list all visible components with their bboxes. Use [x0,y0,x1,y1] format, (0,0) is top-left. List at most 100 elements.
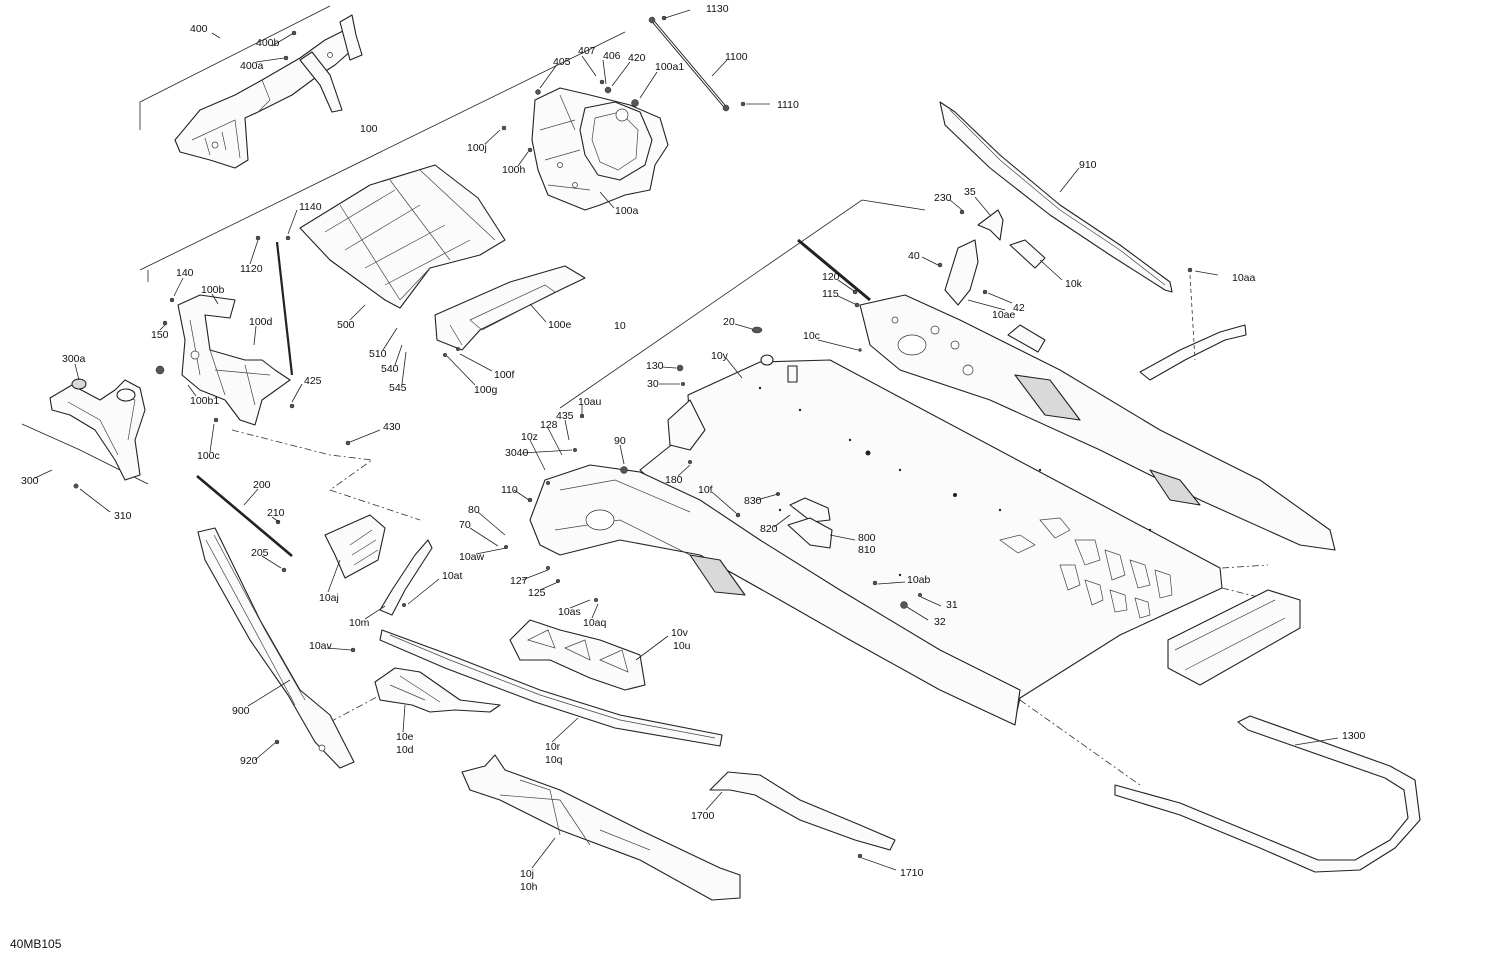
callout-10aw: 10aw [459,551,485,563]
part-10m-brace [379,539,433,616]
callout-1300: 1300 [1342,730,1366,742]
callout-120: 120 [822,271,840,283]
callout-10at: 10at [442,570,463,582]
callout-300a: 300a [62,353,86,365]
callout-10q: 10q [545,754,563,766]
part-10aj-bracket [324,514,386,579]
callout-500: 500 [337,319,355,331]
part-100a-support [501,79,669,211]
callout-90: 90 [614,435,626,447]
tunnel-cutouts [999,517,1173,619]
callout-10v: 10v [671,627,689,639]
part-10aa-brace [1139,267,1247,381]
callout-10aq: 10aq [583,617,607,629]
callout-100h: 100h [502,164,526,176]
callout-42: 42 [1013,302,1025,314]
callout-3040: 3040 [505,447,529,459]
callout-900: 900 [232,705,250,717]
callout-110: 110 [501,484,518,496]
part-10j-frame [461,754,741,901]
callout-1130: 1130 [706,3,729,15]
callout-127: 127 [510,575,528,587]
part-300-bracket [49,378,146,489]
callout-130: 130 [646,360,664,372]
callout-31: 31 [946,599,958,611]
callout-128: 128 [540,419,558,431]
callout-1120: 1120 [240,263,263,275]
callout-400a: 400a [240,60,264,72]
part-10ae-bracket [1007,324,1046,353]
callout-435: 435 [556,410,574,422]
callout-10j: 10j [520,868,534,880]
callout-20: 20 [723,316,735,328]
callout-10y: 10y [711,350,729,362]
part-400-bracket [174,14,363,169]
callout-30: 30 [647,378,659,390]
callout-10av: 10av [309,640,333,652]
leader-lines [34,9,1339,871]
part-rear-crossmember [1167,589,1301,686]
callout-1700: 1700 [691,810,715,822]
callout-10as: 10as [558,606,581,618]
callout-80: 80 [468,504,480,516]
callout-430: 430 [383,421,401,433]
callout-200: 200 [253,479,271,491]
callout-100a1: 100a1 [655,61,684,73]
callout-1100: 1100 [725,51,748,63]
callout-10aj: 10aj [319,592,339,604]
callout-10e: 10e [396,731,414,743]
callout-10c: 10c [803,330,820,342]
callout-400b: 400b [256,37,280,49]
callout-40: 40 [908,250,920,262]
callout-820: 820 [760,523,778,535]
callout-420: 420 [628,52,646,64]
callout-100: 100 [360,123,378,135]
callout-510: 510 [369,348,387,360]
part-900-rail [197,527,355,769]
callout-125: 125 [528,587,546,599]
part-35-bracket [959,209,1004,241]
callout-300: 300 [21,475,39,487]
callout-540: 540 [381,363,399,375]
callout-230: 230 [934,192,952,204]
callout-810: 810 [858,544,876,556]
callout-10ab: 10ab [907,574,931,586]
part-1100-rod [648,15,746,112]
callout-405: 405 [553,56,571,68]
callout-1110: 1110 [777,99,799,111]
callout-100a: 100a [615,205,639,217]
callout-100c: 100c [197,450,220,462]
callout-1710: 1710 [900,867,924,879]
callout-10aa: 10aa [1232,272,1256,284]
callout-100j: 100j [467,142,487,154]
callout-100d: 100d [249,316,273,328]
part-1300-bumper [1114,715,1421,873]
callout-10z: 10z [521,431,538,443]
callout-10au: 10au [578,396,602,408]
callout-920: 920 [240,755,258,767]
callout-10h: 10h [520,881,538,893]
callout-10m: 10m [349,617,370,629]
callout-407: 407 [578,45,596,57]
part-800-bracket [787,497,833,549]
callout-35: 35 [964,186,976,198]
callout-100e: 100e [548,319,572,331]
callout-100g: 100g [474,384,498,396]
callout-100b: 100b [201,284,225,296]
callout-800: 800 [858,532,876,544]
part-10r-rail [379,629,723,747]
part-500-plate [299,164,506,309]
callout-830: 830 [744,495,762,507]
part-10e-bracket [374,667,501,713]
callout-10u: 10u [673,640,691,652]
document-id: 40MB105 [10,937,62,951]
callout-100b1: 100b1 [190,395,219,407]
callout-100f: 100f [494,369,515,381]
callout-400: 400 [190,23,208,35]
part-100e-plate [434,265,586,358]
callout-10r: 10r [545,741,561,753]
part-10-tunnel [529,238,1336,726]
callout-10k: 10k [1065,278,1083,290]
callout-205: 205 [251,547,269,559]
